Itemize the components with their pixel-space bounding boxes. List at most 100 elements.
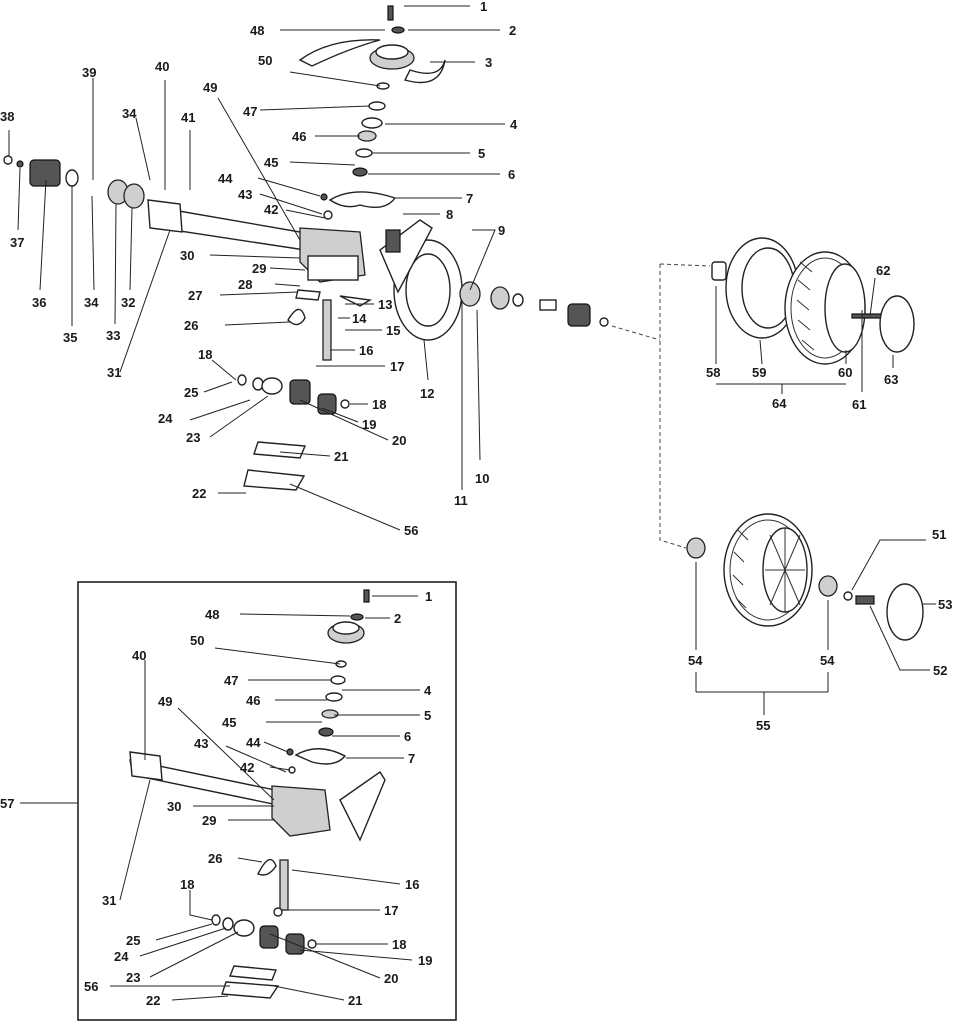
callout-25: 25 <box>184 385 198 400</box>
callout-52: 52 <box>933 663 947 678</box>
assembly-callout-57: 57 <box>0 796 14 811</box>
callout-24: 24 <box>158 411 173 426</box>
callout-64: 64 <box>772 396 787 411</box>
callout-40: 40 <box>155 59 169 74</box>
inset-callout-40: 40 <box>132 648 146 663</box>
inset-assembly-labels: 1 2 4 5 6 7 16 17 18 18 19 20 21 22 23 2… <box>0 589 432 1008</box>
callout-26: 26 <box>184 318 198 333</box>
inset-callout-45: 45 <box>222 715 236 730</box>
callout-37: 37 <box>10 235 24 250</box>
callout-6: 6 <box>508 167 515 182</box>
callout-55: 55 <box>756 718 770 733</box>
inset-callout-1: 1 <box>425 589 432 604</box>
callout-45: 45 <box>264 155 278 170</box>
callout-32: 32 <box>121 295 135 310</box>
callout-18a: 18 <box>198 347 212 362</box>
callout-19: 19 <box>362 417 376 432</box>
inset-callout-49: 49 <box>158 694 172 709</box>
inset-callout-44: 44 <box>246 735 261 750</box>
lower-wheel-labels: 51 52 53 54 54 55 <box>688 527 952 733</box>
upper-wheel-labels: 58 59 60 61 62 63 64 <box>706 263 898 412</box>
inset-callout-21: 21 <box>348 993 362 1008</box>
callout-29: 29 <box>252 261 266 276</box>
main-assembly-labels: 1 2 3 4 5 6 7 8 9 10 11 12 13 14 15 16 1… <box>0 0 518 538</box>
callout-63: 63 <box>884 372 898 387</box>
callout-15: 15 <box>386 323 400 338</box>
inset-callout-30: 30 <box>167 799 181 814</box>
callout-48: 48 <box>250 23 264 38</box>
callout-3: 3 <box>485 55 492 70</box>
callout-39: 39 <box>82 65 96 80</box>
callout-23: 23 <box>186 430 200 445</box>
callout-34a: 34 <box>122 106 137 121</box>
callout-5: 5 <box>478 146 485 161</box>
inset-callout-31: 31 <box>102 893 116 908</box>
inset-callout-16: 16 <box>405 877 419 892</box>
inset-callout-6: 6 <box>404 729 411 744</box>
callout-13: 13 <box>378 297 392 312</box>
callout-34b: 34 <box>84 295 99 310</box>
inset-callout-7: 7 <box>408 751 415 766</box>
callout-35: 35 <box>63 330 77 345</box>
callout-27: 27 <box>188 288 202 303</box>
callout-46: 46 <box>292 129 306 144</box>
callout-18b: 18 <box>372 397 386 412</box>
callout-36: 36 <box>32 295 46 310</box>
inset-callout-18b: 18 <box>392 937 406 952</box>
inset-callout-46: 46 <box>246 693 260 708</box>
callout-51: 51 <box>932 527 946 542</box>
callout-54a: 54 <box>688 653 703 668</box>
inset-callout-4: 4 <box>424 683 432 698</box>
inset-callout-18a: 18 <box>180 877 194 892</box>
callout-50: 50 <box>258 53 272 68</box>
callout-42: 42 <box>264 202 278 217</box>
inset-callout-42: 42 <box>240 760 254 775</box>
callout-56: 56 <box>404 523 418 538</box>
inset-callout-56: 56 <box>84 979 98 994</box>
inset-callout-23: 23 <box>126 970 140 985</box>
callout-22: 22 <box>192 486 206 501</box>
callout-33: 33 <box>106 328 120 343</box>
lower-wheel-assembly <box>686 513 936 715</box>
callout-17: 17 <box>390 359 404 374</box>
inset-callout-20: 20 <box>384 971 398 986</box>
inset-callout-22: 22 <box>146 993 160 1008</box>
inset-callout-29: 29 <box>202 813 216 828</box>
callout-2: 2 <box>509 23 516 38</box>
inset-callout-48: 48 <box>205 607 219 622</box>
callout-10: 10 <box>475 471 489 486</box>
callout-47: 47 <box>243 104 257 119</box>
callout-58: 58 <box>706 365 720 380</box>
inset-callout-19: 19 <box>418 953 432 968</box>
inset-callout-50: 50 <box>190 633 204 648</box>
callout-61: 61 <box>852 397 866 412</box>
callout-53: 53 <box>938 597 952 612</box>
upper-wheel-assembly <box>611 237 915 549</box>
inset-frame <box>77 581 457 1021</box>
inset-callout-2: 2 <box>394 611 401 626</box>
callout-1: 1 <box>480 0 487 14</box>
callout-8: 8 <box>446 207 453 222</box>
callout-9: 9 <box>498 223 505 238</box>
callout-28: 28 <box>238 277 252 292</box>
callout-49: 49 <box>203 80 217 95</box>
inset-assembly-drawing <box>20 581 457 1021</box>
callout-7: 7 <box>466 191 473 206</box>
inset-callout-5: 5 <box>424 708 431 723</box>
inset-callout-25: 25 <box>126 933 140 948</box>
inset-callout-26: 26 <box>208 851 222 866</box>
callout-21: 21 <box>334 449 348 464</box>
callout-30: 30 <box>180 248 194 263</box>
callout-59: 59 <box>752 365 766 380</box>
inset-callout-43: 43 <box>194 736 208 751</box>
callout-38: 38 <box>0 109 14 124</box>
main-assembly-drawing <box>3 5 609 531</box>
callout-54b: 54 <box>820 653 835 668</box>
inset-callout-17: 17 <box>384 903 398 918</box>
callout-60: 60 <box>838 365 852 380</box>
callout-12: 12 <box>420 386 434 401</box>
callout-4: 4 <box>510 117 518 132</box>
callout-16: 16 <box>359 343 373 358</box>
callout-31: 31 <box>107 365 121 380</box>
